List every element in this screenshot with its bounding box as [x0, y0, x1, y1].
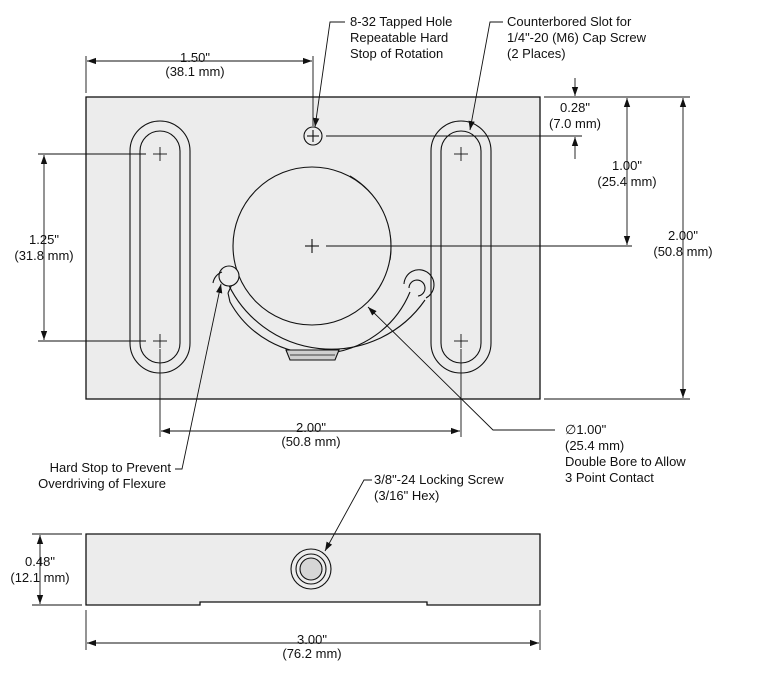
dim-overall-height-inch: 2.00": [668, 228, 698, 243]
dimension-labels: 1.50" (38.1 mm) 1.25" (31.8 mm) 0.28" (7…: [10, 50, 712, 661]
callout-hard-stop-line1: Hard Stop to Prevent: [50, 460, 172, 475]
callout-slot-line3: (2 Places): [507, 46, 566, 61]
dim-center-offset-mm: (25.4 mm): [597, 174, 656, 189]
callout-locking-screw-line2: (3/16" Hex): [374, 488, 439, 503]
dim-center-offset-inch: 1.00": [612, 158, 642, 173]
dim-overall-height-mm: (50.8 mm): [653, 244, 712, 259]
tapped-hole: [303, 126, 323, 146]
dim-tap-offset-mm: (38.1 mm): [165, 64, 224, 79]
top-view: [38, 21, 690, 470]
locking-screw: [290, 548, 332, 590]
callout-tapped-hole-line3: Stop of Rotation: [350, 46, 443, 61]
side-dimension-lines: [36, 479, 539, 647]
dim-slot-spacing-mm: (50.8 mm): [281, 434, 340, 449]
callout-bore-line1: ∅1.00": [565, 422, 607, 437]
callout-slot-line1: Counterbored Slot for: [507, 14, 632, 29]
callout-labels: 8-32 Tapped Hole Repeatable Hard Stop of…: [38, 14, 686, 503]
callout-locking-screw-line1: 3/8"-24 Locking Screw: [374, 472, 504, 487]
dim-slot-height-inch: 1.25": [29, 232, 59, 247]
callout-bore-line2: (25.4 mm): [565, 438, 624, 453]
callout-hard-stop-line2: Overdriving of Flexure: [38, 476, 166, 491]
callout-bore-line4: 3 Point Contact: [565, 470, 654, 485]
dim-slot-height-mm: (31.8 mm): [14, 248, 73, 263]
side-view: [32, 479, 541, 650]
dim-slot-spacing-inch: 2.00": [296, 420, 326, 435]
callout-slot-line2: 1/4"-20 (M6) Cap Screw: [507, 30, 647, 45]
dim-top-offset-mm: (7.0 mm): [549, 116, 601, 131]
dim-width-inch: 3.00": [297, 632, 327, 647]
side-extension-lines: [32, 533, 541, 650]
leader-lines: [175, 21, 555, 470]
dim-thickness-inch: 0.48": [25, 554, 55, 569]
right-slot: [430, 120, 492, 374]
flexure-bore: [212, 166, 435, 361]
dim-width-mm: (76.2 mm): [282, 646, 341, 661]
dimension-lines: [40, 57, 687, 435]
callout-tapped-hole-line1: 8-32 Tapped Hole: [350, 14, 452, 29]
callout-bore-line3: Double Bore to Allow: [565, 454, 686, 469]
dim-thickness-mm: (12.1 mm): [10, 570, 69, 585]
slot-center-marks: [153, 147, 468, 348]
dim-top-offset-inch: 0.28": [560, 100, 590, 115]
dim-tap-offset-inch: 1.50": [180, 50, 210, 65]
callout-tapped-hole-line2: Repeatable Hard: [350, 30, 448, 45]
extension-lines: [38, 56, 690, 437]
